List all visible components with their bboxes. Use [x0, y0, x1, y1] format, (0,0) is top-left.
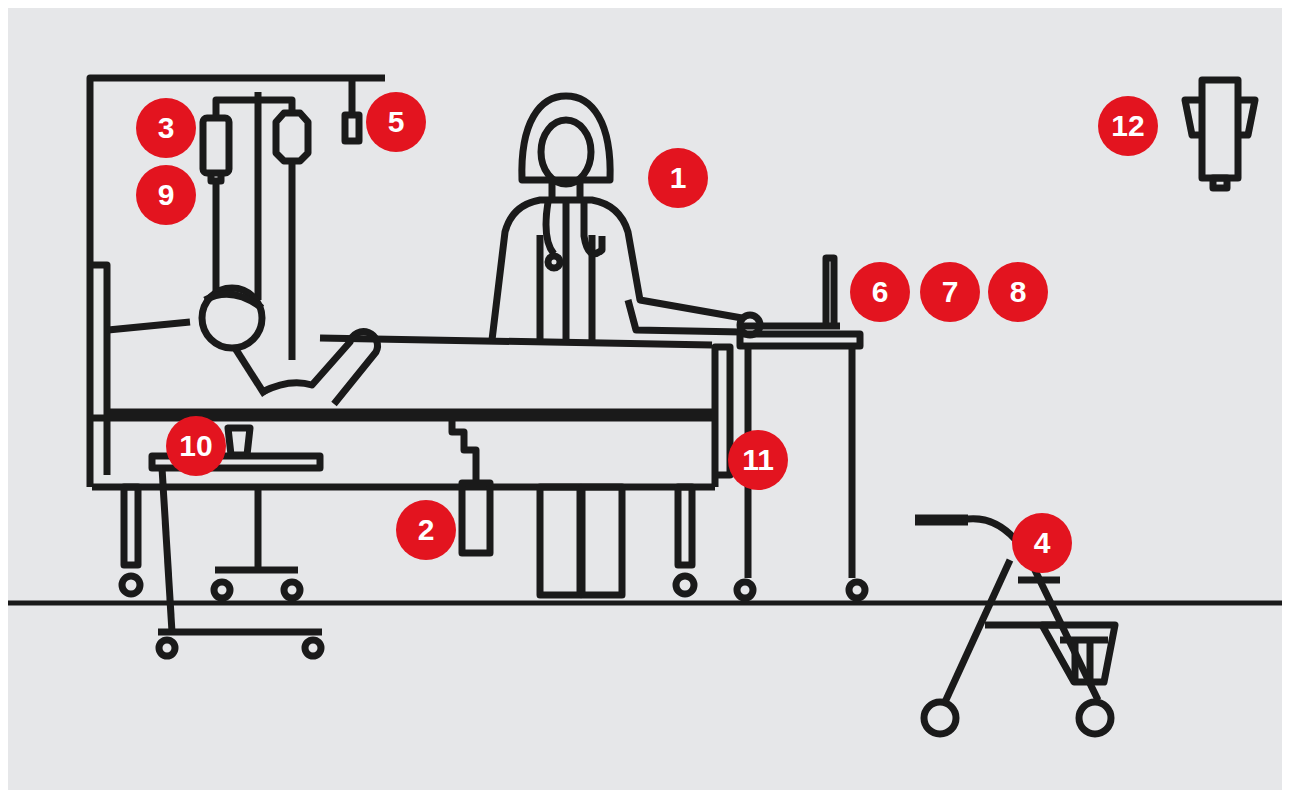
patient [235, 348, 265, 395]
doctor [522, 96, 610, 180]
callout-number: 1 [648, 148, 708, 208]
bed-frame-rail [349, 78, 356, 115]
callout-number: 11 [728, 430, 788, 490]
callout-number: 9 [136, 165, 196, 225]
doctor [492, 96, 760, 595]
walker [945, 560, 1010, 702]
call-button [345, 115, 359, 141]
callout-number: 10 [166, 416, 226, 476]
laptop-cart [737, 258, 865, 598]
callout-number: 8 [988, 262, 1048, 322]
bed-frame-rail [90, 78, 385, 487]
iv-pole [215, 567, 298, 574]
tray-table [159, 640, 175, 656]
walker [924, 702, 956, 734]
doctor [540, 487, 580, 595]
hospital-bed [122, 576, 140, 594]
laptop-cart [826, 258, 834, 326]
walker [1079, 702, 1111, 734]
laptop-cart [737, 582, 753, 598]
hand-sanitizer-dispenser [1185, 100, 1202, 135]
doctor [492, 200, 742, 340]
doctor [548, 256, 560, 268]
bed-frame-rail [90, 78, 385, 487]
iv-bag-small [213, 181, 220, 300]
hand-sanitizer-dispenser [1213, 178, 1227, 188]
doctor [546, 202, 554, 254]
iv-pole [255, 487, 262, 570]
catheter-bag [462, 483, 490, 553]
patient [262, 332, 378, 404]
iv-bag-small [203, 118, 229, 300]
hospital-bed [678, 487, 692, 565]
hand-sanitizer-dispenser [1185, 80, 1255, 188]
catheter-bag [452, 418, 490, 553]
iv-bag-small [203, 118, 229, 173]
bed-frame-rail [92, 265, 107, 475]
doctor [582, 487, 622, 595]
background-panel [8, 8, 1282, 790]
doctor [628, 300, 742, 332]
iv-bag-large [276, 113, 308, 360]
patient [108, 322, 190, 330]
walker [1018, 577, 1060, 584]
tray-table [305, 640, 321, 656]
hospital-bed [124, 487, 138, 565]
iv-pole [214, 582, 230, 598]
patient [320, 338, 712, 345]
callout-number: 3 [136, 98, 196, 158]
laptop-cart [740, 334, 860, 346]
callout-number: 6 [850, 262, 910, 322]
tray-table [162, 468, 172, 632]
tray-table [158, 629, 322, 636]
callout-number: 7 [920, 262, 980, 322]
hand-sanitizer-dispenser [1238, 100, 1255, 135]
doctor [541, 120, 591, 184]
callout-number: 4 [1012, 513, 1072, 573]
iv-pole [284, 582, 300, 598]
iv-bag-large [289, 161, 296, 360]
hand-sanitizer-dispenser [1202, 80, 1238, 178]
patient [205, 294, 262, 308]
iv-pole [255, 92, 262, 300]
patient [108, 288, 712, 412]
doctor [584, 202, 602, 254]
floor-line [8, 601, 1282, 606]
catheter-bag [452, 418, 476, 483]
tray-table [228, 428, 250, 455]
hospital-bed [92, 347, 730, 594]
patient [108, 409, 712, 416]
callout-number: 12 [1098, 96, 1158, 156]
callout-number: 2 [396, 500, 456, 560]
callout-number: 5 [366, 92, 426, 152]
patient [202, 288, 262, 348]
illustration-part [8, 78, 1282, 734]
walker [915, 515, 968, 526]
walker [1042, 625, 1115, 682]
hospital-bed [676, 576, 694, 594]
iv-bag-small [211, 173, 221, 181]
iv-bag-large [276, 113, 308, 161]
call-button [345, 115, 359, 141]
laptop-cart [849, 582, 865, 598]
walker [1060, 640, 1108, 680]
